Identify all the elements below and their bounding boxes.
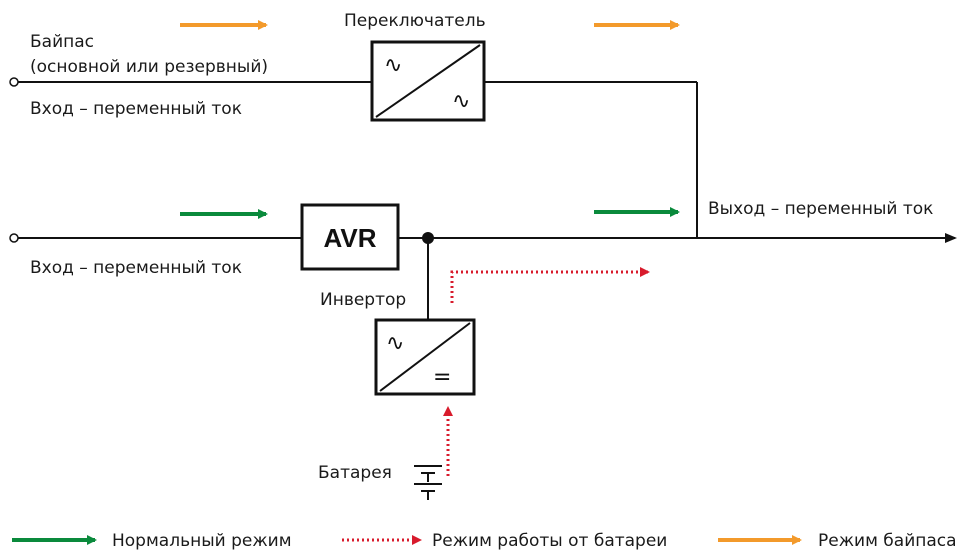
switch-label: Переключатель: [344, 11, 486, 31]
legend-normal-label: Нормальный режим: [112, 531, 292, 551]
switch-diagonal: [375, 44, 481, 118]
inverter-ac-icon: ∿: [386, 331, 404, 356]
bypass-input-label: Вход – переменный ток: [30, 99, 242, 119]
battery-label: Батарея: [318, 463, 392, 483]
avr-label: AVR: [324, 223, 377, 253]
switch-ac-in-icon: ∿: [384, 53, 402, 78]
inverter-diagonal: [379, 322, 471, 392]
inverter-dc-icon: =: [433, 365, 451, 390]
main-input-label: Вход – переменный ток: [30, 258, 242, 278]
legend-bypass-label: Режим байпаса: [818, 531, 957, 551]
output-label: Выход – переменный ток: [708, 199, 933, 219]
legend-battery-label: Режим работы от батареи: [432, 531, 667, 551]
main-input-terminal: [9, 233, 19, 243]
battery-flow-arrow-output: [450, 267, 650, 303]
switch-ac-out-icon: ∿: [452, 89, 470, 114]
bypass-input-terminal: [9, 77, 19, 87]
bypass-label: Байпас: [30, 32, 94, 52]
battery-icon: [414, 465, 442, 500]
bypass-sublabel: (основной или резервный): [30, 57, 268, 77]
inverter-label: Инвертор: [320, 290, 406, 310]
avr-box: [300, 203, 400, 271]
